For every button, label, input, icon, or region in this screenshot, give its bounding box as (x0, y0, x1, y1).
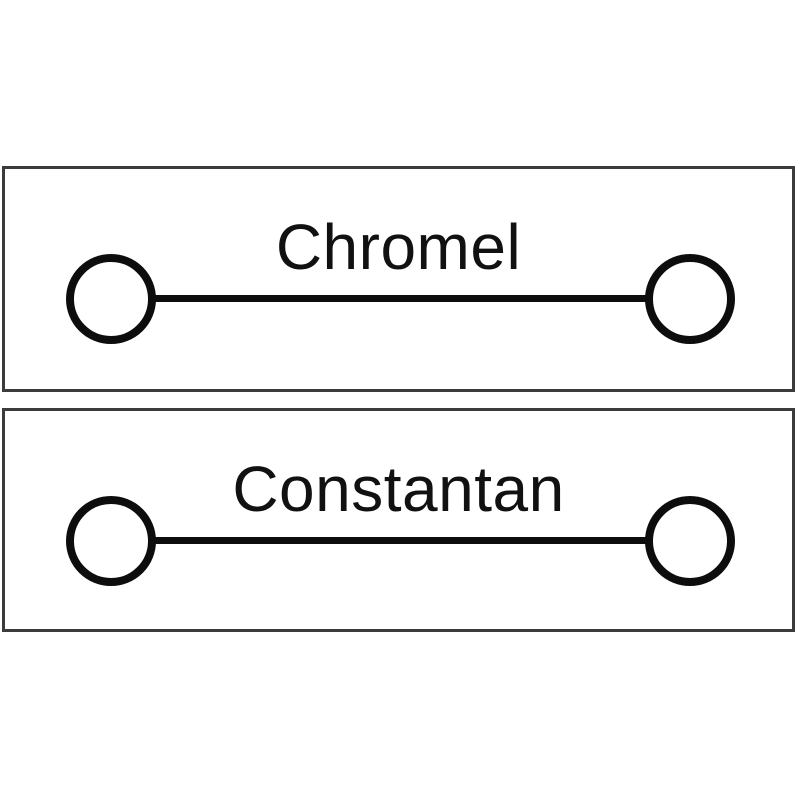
circle-terminal-icon (645, 496, 735, 586)
wire-panel-constantan: Constantan (2, 408, 795, 632)
wire-line (153, 537, 649, 544)
circle-terminal-icon (66, 496, 156, 586)
wire-label-chromel: Chromel (275, 211, 522, 283)
wire-label-constantan: Constantan (232, 453, 565, 525)
wire-panel-chromel: Chromel (2, 166, 795, 392)
circle-terminal-icon (66, 254, 156, 344)
circle-terminal-icon (645, 254, 735, 344)
wire-line (153, 295, 649, 302)
